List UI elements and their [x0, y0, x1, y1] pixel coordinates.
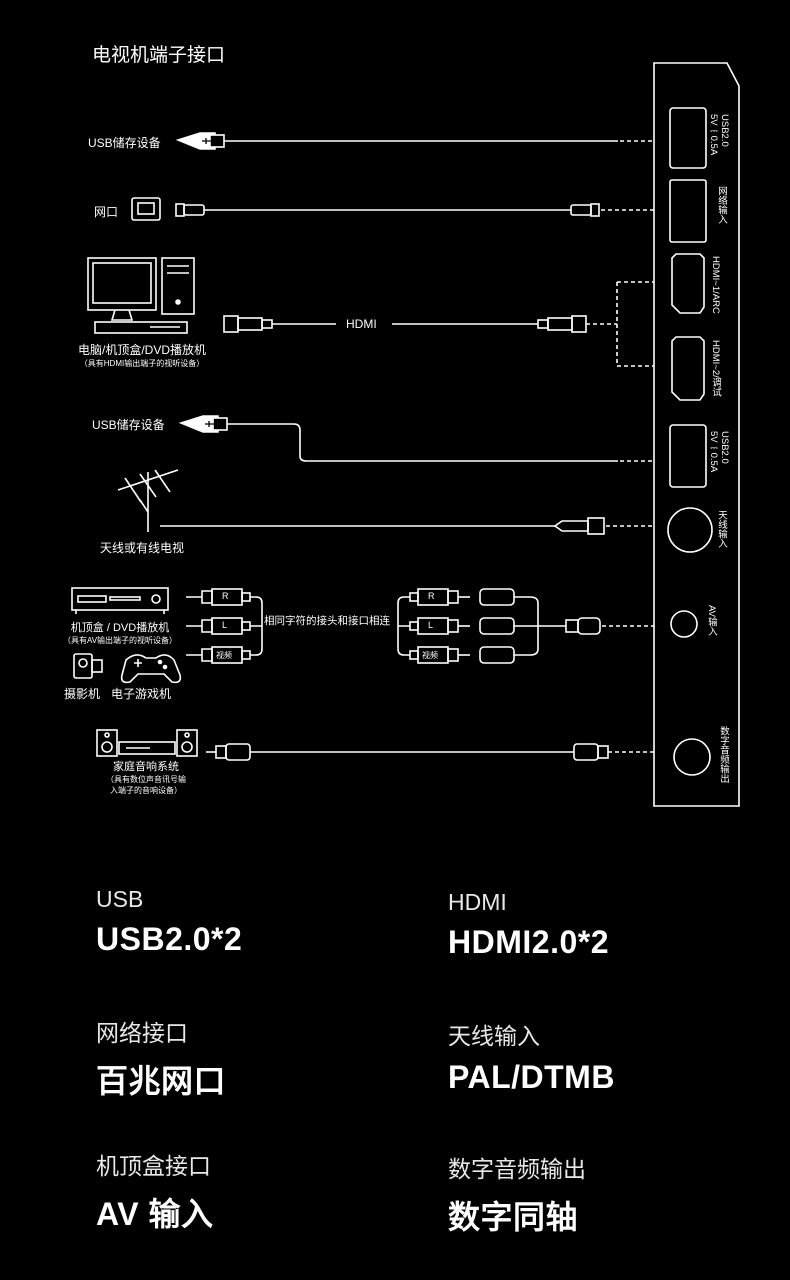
home-audio-device	[96, 729, 198, 757]
connection-diagram	[71, 62, 740, 807]
antenna-cable	[160, 517, 654, 535]
spec-usb-value: USB2.0*2	[96, 921, 243, 957]
av-port-label: AV输入	[706, 605, 717, 636]
pc-device-label: 电脑/机顶盒/DVD播放机	[77, 343, 207, 357]
lan-port	[669, 179, 707, 243]
hdmi2-port-label: HDMI~2/调试	[710, 340, 721, 397]
coax-port	[673, 738, 711, 776]
usb1-device-label: USB储存设备	[88, 136, 161, 150]
hdmi-cable	[223, 281, 654, 367]
spec-av: 机顶盒接口 AV 输入	[96, 1147, 213, 1235]
pc-device	[87, 257, 195, 334]
home-audio-device-note: （具有数位声音讯号输入端子的音响设备）	[106, 775, 186, 795]
coax-cable	[206, 743, 654, 761]
stb-device-note: （具有AV输出端子的视听设备）	[62, 636, 178, 645]
usb2-port	[669, 424, 707, 488]
spec-hdmi-value: HDMI2.0*2	[448, 924, 609, 960]
spec-antenna-label: 天线输入	[448, 1023, 540, 1049]
rca-r-left: R	[222, 591, 229, 601]
spec-usb: USB USB2.0*2	[96, 886, 242, 958]
hdmi1-port-label: HDMI~1/ARC	[710, 256, 721, 314]
spec-antenna: 天线输入 PAL/DTMB	[448, 1017, 615, 1096]
usb1-cable	[175, 132, 654, 150]
usb2-device-label: USB储存设备	[92, 418, 165, 432]
spec-digital-audio-value: 数字同轴	[448, 1199, 579, 1235]
usb1-port	[669, 107, 707, 169]
spec-hdmi: HDMI HDMI2.0*2	[448, 889, 609, 961]
spec-av-label: 机顶盒接口	[96, 1153, 211, 1179]
coax-port-label: 数字音频输出	[718, 726, 729, 783]
spec-av-value: AV 输入	[96, 1196, 214, 1232]
spec-network-label: 网络接口	[96, 1020, 188, 1046]
stb-device	[71, 587, 169, 614]
hdmi1-port	[671, 253, 705, 314]
spec-network: 网络接口 百兆网口	[96, 1014, 226, 1102]
antenna-device-label: 天线或有线电视	[99, 541, 185, 555]
same-letter-note: 相同字符的接头和接口相连	[264, 615, 390, 627]
lan-port-label: 网络输入	[716, 186, 727, 224]
antenna-device	[117, 469, 179, 532]
game-device-label: 电子游戏机	[111, 687, 172, 701]
stb-device-label: 机顶盒 / DVD播放机	[70, 622, 170, 634]
rca-l-middle: L	[428, 620, 434, 630]
pc-device-note: （具有HDMI输出端子的视听设备）	[79, 359, 205, 368]
camera-device-label: 摄影机	[64, 687, 101, 701]
antenna-port-label: 天线输入	[716, 510, 727, 548]
rca-video-middle: 视频	[422, 651, 438, 660]
rca-r-middle: R	[428, 591, 435, 601]
tv-side-panel	[653, 62, 740, 807]
spec-antenna-value: PAL/DTMB	[448, 1059, 615, 1095]
rca-right-cables	[479, 588, 654, 664]
hdmi2-port	[671, 336, 705, 401]
spec-digital-audio-label: 数字音频输出	[448, 1156, 586, 1182]
spec-hdmi-label: HDMI	[448, 889, 507, 915]
rca-middle-cables	[397, 588, 470, 664]
spec-network-value: 百兆网口	[96, 1063, 227, 1099]
gamepad-device	[120, 654, 182, 684]
rca-l-left: L	[222, 620, 228, 630]
home-audio-device-label: 家庭音响系统	[113, 761, 179, 773]
spec-digital-audio: 数字音频输出 数字同轴	[448, 1150, 586, 1238]
usb2-cable	[178, 415, 654, 462]
av-port	[670, 610, 698, 638]
page-title: 电视机端子接口	[92, 45, 226, 66]
spec-usb-label: USB	[96, 886, 144, 912]
antenna-port	[667, 507, 713, 553]
lan-device-label: 网口	[94, 205, 119, 219]
hdmi-cable-label: HDMI	[346, 317, 377, 331]
lan-cable	[131, 197, 654, 221]
rca-left-cables	[186, 588, 263, 664]
camera-device	[73, 653, 103, 679]
rca-video-left: 视频	[216, 651, 232, 660]
